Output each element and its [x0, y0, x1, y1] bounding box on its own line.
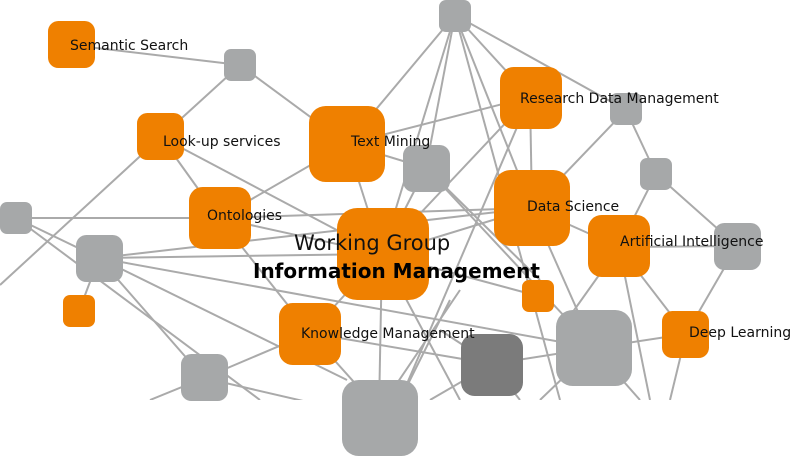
- label-lookup-services: Look-up services: [163, 134, 281, 150]
- node-o1: [63, 295, 95, 327]
- node-g5: [640, 158, 672, 190]
- node-g3: [610, 93, 642, 125]
- edge: [98, 207, 533, 259]
- edge: [454, 14, 627, 111]
- node-g11: [181, 354, 228, 401]
- node-data-science[interactable]: [494, 170, 570, 246]
- node-ontologies[interactable]: [189, 187, 251, 249]
- edge: [0, 136, 162, 286]
- title-information-management: Information Management: [253, 259, 540, 283]
- node-g1: [224, 49, 256, 81]
- label-data-science: Data Science: [527, 199, 620, 215]
- label-research-data-management: Research Data Management: [520, 91, 719, 107]
- edge: [399, 96, 531, 400]
- node-semantic-search[interactable]: [48, 21, 95, 68]
- node-artificial-intelligence[interactable]: [588, 215, 650, 277]
- label-knowledge-management: Knowledge Management: [301, 326, 475, 342]
- node-g4: [403, 145, 450, 192]
- label-deep-learning: Deep Learning: [689, 325, 792, 341]
- edge: [98, 253, 383, 259]
- label-text-mining: Text Mining: [351, 134, 431, 150]
- node-g12: [342, 380, 418, 456]
- node-g9: [556, 310, 632, 386]
- node-research-data-management[interactable]: [500, 67, 562, 129]
- node-deep-learning[interactable]: [662, 311, 709, 358]
- node-o2: [522, 280, 554, 312]
- node-g2: [439, 0, 471, 32]
- node-g8: [76, 235, 123, 282]
- node-g10: [461, 334, 523, 396]
- edge: [425, 14, 456, 169]
- node-lookup-services[interactable]: [137, 113, 184, 160]
- node-working-group: [337, 208, 429, 300]
- label-artificial-intelligence: Artificial Intelligence: [620, 234, 764, 250]
- edge: [98, 257, 595, 349]
- label-semantic-search: Semantic Search: [70, 38, 189, 54]
- node-knowledge-management[interactable]: [279, 303, 341, 365]
- node-g7: [714, 223, 761, 270]
- title-working-group: Working Group: [294, 231, 451, 255]
- node-g6: [0, 202, 32, 234]
- label-ontologies: Ontologies: [207, 208, 283, 224]
- edge: [70, 44, 241, 66]
- node-text-mining[interactable]: [309, 106, 385, 182]
